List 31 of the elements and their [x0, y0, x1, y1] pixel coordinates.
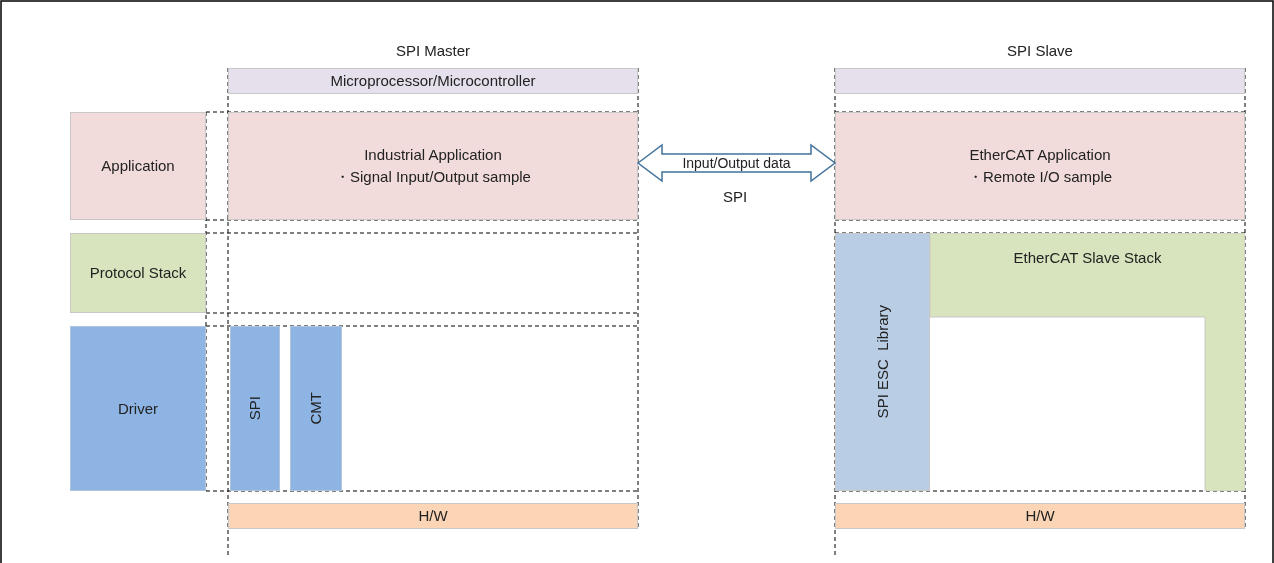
- hardware-bar: [228, 503, 638, 529]
- application-box: [228, 112, 638, 220]
- node-text: SPI: [245, 396, 265, 421]
- node-text: ・Remote I/O sample: [967, 167, 1113, 187]
- connection-label: SPI: [721, 188, 749, 205]
- device-bar: [228, 68, 638, 94]
- node-text: H/W: [1025, 506, 1055, 527]
- hardware-bar: [835, 503, 1245, 529]
- node-text: EtherCAT Slave Stack: [1013, 248, 1162, 268]
- node-text: Application: [101, 156, 175, 177]
- driver-box: [290, 326, 342, 491]
- node-text: Protocol Stack: [89, 263, 187, 284]
- node-text: H/W: [418, 506, 448, 527]
- node-text: SPI ESC Library: [872, 305, 892, 419]
- library-box: [835, 233, 930, 491]
- node-text: Industrial Application: [364, 145, 502, 166]
- edge-label: Input/Output data: [681, 154, 792, 172]
- device-bar: [835, 68, 1245, 94]
- node-text: ・Signal Input/Output sample: [335, 167, 531, 187]
- column-heading: SPI Master: [394, 42, 472, 59]
- layer-box: [70, 112, 206, 220]
- double-arrow: [636, 143, 837, 183]
- node-text: Driver: [118, 398, 158, 419]
- driver-box: [230, 326, 280, 491]
- layer-box: [70, 326, 206, 491]
- node-text: CMT: [306, 392, 326, 425]
- node-text: Microprocessor/Microcontroller: [330, 71, 536, 92]
- node-text: EtherCAT Application: [969, 145, 1111, 166]
- application-box: [835, 112, 1245, 220]
- layer-box: [70, 233, 206, 313]
- column-heading: SPI Slave: [1006, 42, 1074, 59]
